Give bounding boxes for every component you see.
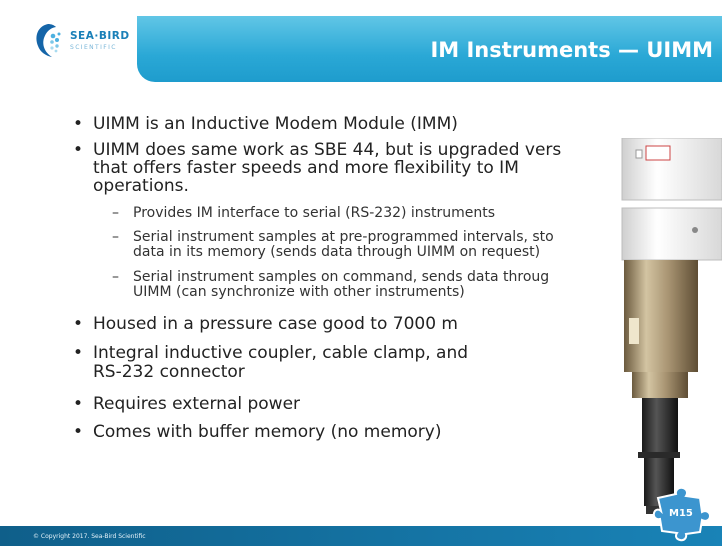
sub-bullet-text: data in its memory (sends data through U… [133, 244, 541, 260]
module-number: M15 [669, 508, 693, 519]
bullet-dot-icon: • [73, 140, 84, 160]
sub-bullet-text: Serial instrument samples on command, se… [133, 269, 550, 285]
sub-bullet-text: Serial instrument samples at pre-program… [133, 229, 554, 245]
sub-bullet-text-continued: data in its memory (sends data through U… [133, 245, 540, 260]
bullet-item: • Comes with buffer memory (no memory) [73, 422, 442, 442]
bullet-text: UIMM does same work as SBE 44, but is up… [93, 140, 562, 160]
module-puzzle-icon [652, 486, 712, 542]
bullet-text: Comes with buffer memory (no memory) [93, 422, 442, 442]
sub-bullet-item: – Serial instrument samples at pre-progr… [112, 229, 554, 245]
bullet-dot-icon: • [73, 422, 84, 442]
bullet-item: • Requires external power [73, 394, 301, 414]
bullet-text: Integral inductive coupler, cable clamp,… [93, 343, 469, 363]
bullet-text-continued: that offers faster speeds and more flexi… [93, 160, 519, 177]
sub-bullet-dash-icon: – [112, 205, 119, 221]
bullet-text-continued: RS-232 connector [93, 364, 245, 381]
bullet-item: • Integral inductive coupler, cable clam… [73, 343, 469, 363]
logo-subtitle: SCIENTIFIC [70, 44, 117, 51]
sub-bullet-dash-icon: – [112, 229, 119, 245]
bullet-item: • Housed in a pressure case good to 7000… [73, 314, 458, 334]
sub-bullet-text: UIMM (can synchronize with other instrum… [133, 284, 465, 300]
footer-bar: © Copyright 2017. Sea-Bird Scientific [0, 526, 722, 546]
bullet-text: UIMM is an Inductive Modem Module (IMM) [93, 114, 458, 134]
bullet-text: Housed in a pressure case good to 7000 m [93, 314, 458, 334]
bullet-item: • UIMM does same work as SBE 44, but is … [73, 140, 562, 160]
bullet-dot-icon: • [73, 343, 84, 363]
sea-bird-logo-icon [36, 24, 61, 57]
bullet-text-continued: operations. [93, 178, 189, 195]
bullet-dot-icon: • [73, 114, 84, 134]
sub-bullet-text-continued: UIMM (can synchronize with other instrum… [133, 285, 465, 300]
bullet-text: operations. [93, 176, 189, 196]
sea-bird-logo: SEA·BIRD SCIENTIFIC [30, 22, 150, 62]
bullet-text: Requires external power [93, 394, 301, 414]
uimm-instrument-image [621, 138, 722, 514]
logo-wordmark: SEA·BIRD [70, 30, 130, 42]
slide-title: IM Instruments — UIMM [430, 38, 713, 62]
bullet-dot-icon: • [73, 314, 84, 334]
copyright-text: © Copyright 2017. Sea-Bird Scientific [33, 533, 146, 540]
sub-bullet-item: – Serial instrument samples on command, … [112, 269, 550, 285]
sub-bullet-item: – Provides IM interface to serial (RS-23… [112, 205, 495, 221]
bullet-item: • UIMM is an Inductive Modem Module (IMM… [73, 114, 458, 134]
bullet-text: that offers faster speeds and more flexi… [93, 158, 519, 178]
bullet-dot-icon: • [73, 394, 84, 414]
title-bar: IM Instruments — UIMM [137, 16, 722, 82]
bullet-text: RS-232 connector [93, 362, 245, 382]
sub-bullet-dash-icon: – [112, 269, 119, 285]
sub-bullet-text: Provides IM interface to serial (RS-232)… [133, 205, 495, 221]
